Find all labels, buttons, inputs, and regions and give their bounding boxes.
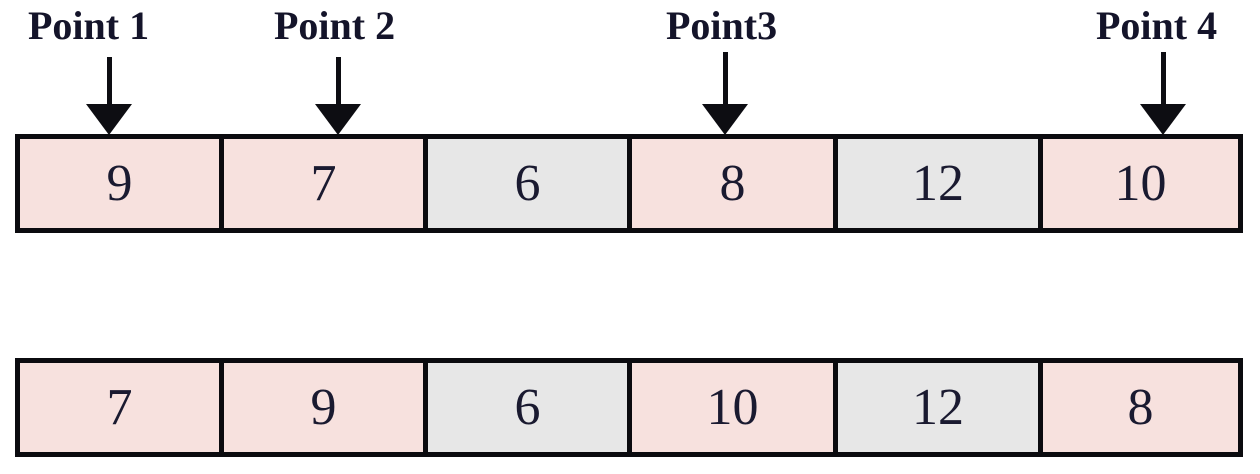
table-cell[interactable]: 12: [838, 139, 1043, 228]
bottom-array: 7 9 6 10 12 8: [15, 358, 1243, 457]
table-cell[interactable]: 8: [632, 139, 838, 228]
top-array: 9 7 6 8 12 10: [15, 134, 1243, 233]
table-cell[interactable]: 12: [838, 363, 1043, 452]
table-cell[interactable]: 10: [632, 363, 838, 452]
table-cell[interactable]: 7: [224, 139, 428, 228]
arrow-head-down-icon: [315, 104, 361, 135]
arrow-shaft: [1161, 52, 1166, 107]
arrow-shaft: [107, 57, 112, 107]
table-cell[interactable]: 9: [20, 139, 224, 228]
table-cell[interactable]: 6: [428, 363, 632, 452]
pointer-arrow-2: [315, 57, 361, 135]
arrow-shaft: [336, 57, 341, 107]
point-label-2: Point 2: [274, 3, 396, 48]
point-label-4: Point 4: [1096, 3, 1218, 48]
point-label-3: Point3: [666, 3, 778, 48]
table-cell[interactable]: 8: [1043, 363, 1238, 452]
pointer-arrow-1: [86, 57, 132, 135]
table-cell[interactable]: 10: [1043, 139, 1238, 228]
arrow-head-down-icon: [86, 104, 132, 135]
arrow-shaft: [723, 52, 728, 107]
table-cell[interactable]: 7: [20, 363, 224, 452]
arrow-head-down-icon: [702, 104, 748, 135]
pointer-arrow-4: [1140, 52, 1186, 135]
point-label-1: Point 1: [28, 3, 150, 48]
pointer-arrow-3: [702, 52, 748, 135]
arrow-head-down-icon: [1140, 104, 1186, 135]
table-cell[interactable]: 9: [224, 363, 428, 452]
table-cell[interactable]: 6: [428, 139, 632, 228]
